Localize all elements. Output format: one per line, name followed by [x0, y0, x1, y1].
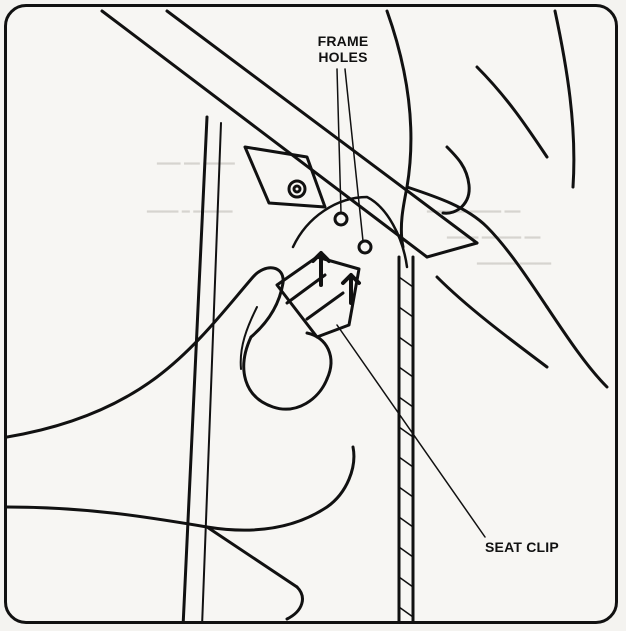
frame-holes-label: FRAME HOLES — [303, 33, 383, 65]
seat-clip-label: SEAT CLIP — [485, 539, 559, 555]
arrow-up — [313, 253, 329, 285]
seat-clip — [277, 257, 359, 337]
seat-post — [183, 117, 207, 624]
frame-hole — [359, 241, 371, 253]
illustration-frame: ━━━ ━━ ━━━━ ━━━━ ━ ━━━━━ ━━━━━ ━━━━ ━━ ━… — [4, 4, 618, 624]
belt-strap — [293, 197, 407, 267]
leader-line-seat-clip — [337, 325, 485, 537]
hand — [387, 11, 411, 247]
frame-holes-label-line1: FRAME — [303, 33, 383, 49]
seat-clip-illustration — [7, 7, 618, 624]
frame-holes-label-line2: HOLES — [303, 49, 383, 65]
frame-bracket — [245, 147, 325, 207]
frame-hole — [335, 213, 347, 225]
